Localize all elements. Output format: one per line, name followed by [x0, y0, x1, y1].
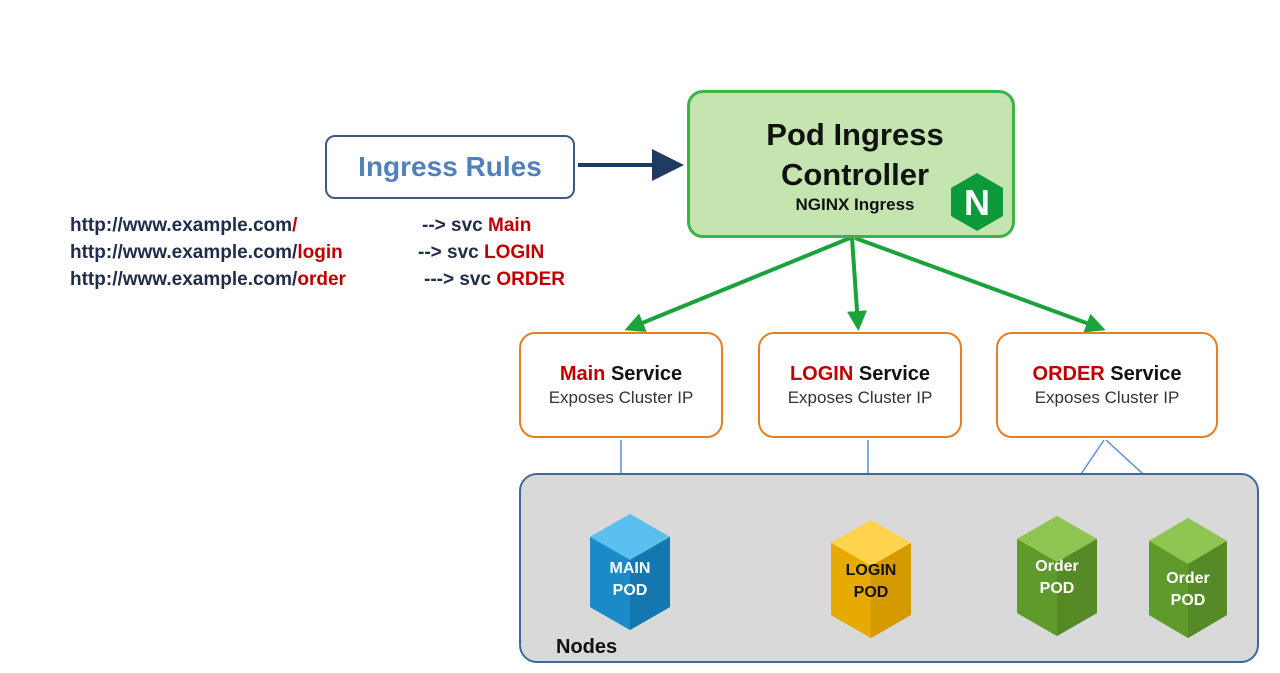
pod-label-line1: LOGIN [845, 562, 897, 579]
controller-to-login-arrow [847, 237, 868, 331]
rule-arrow: --> [418, 242, 442, 263]
pod-label-line2: POD [612, 582, 648, 599]
rule-url-path: order [297, 269, 346, 290]
pod-label-line1: Order [1166, 570, 1210, 587]
service-name: Main [559, 363, 606, 385]
service-name: LOGIN [789, 363, 854, 385]
nodes-label: Nodes [556, 636, 618, 658]
service-suffix: Service [605, 363, 683, 385]
ingress-rules-box: Ingress Rules [325, 135, 575, 199]
cube-icon [590, 514, 670, 630]
service-suffix: Service [853, 363, 931, 385]
pod-label-line2: POD [1039, 580, 1075, 597]
ingress-controller-box: Pod Ingress Controller NGINX Ingress N [687, 90, 1015, 238]
pod-label-line1: Order [1035, 558, 1079, 575]
pod-label-line1: MAIN [609, 560, 651, 577]
cube-icon [1149, 518, 1227, 638]
rule-svc-name: LOGIN [484, 242, 545, 263]
rule-arrow: --> [422, 215, 446, 236]
rule-url-path: login [297, 242, 343, 263]
rule-svc-prefix: svc [459, 269, 492, 290]
service-subtitle: Exposes Cluster IP [1034, 388, 1180, 407]
service-box-main: Main Service Exposes Cluster IP [519, 332, 723, 438]
pod-label-line2: POD [1170, 592, 1206, 609]
rule-target-main: --> svc Main [422, 215, 531, 237]
order-pod-2: Order POD [1145, 516, 1231, 640]
rule-arrow: ---> [424, 269, 455, 290]
controller-title-line1: Pod Ingress [766, 117, 944, 152]
rule-svc-prefix: svc [447, 242, 479, 263]
rule-target-login: --> svc LOGIN [418, 242, 544, 264]
service-title: Main Service [521, 362, 721, 386]
rule-url-path: / [292, 215, 298, 236]
rule-svc-name: Main [488, 215, 532, 236]
rule-url-base: http://www.example.com/ [70, 269, 298, 290]
service-subtitle: Exposes Cluster IP [548, 388, 694, 407]
rule-svc-prefix: svc [451, 215, 483, 236]
controller-to-main-arrow [624, 236, 851, 332]
pod-label-line2: POD [853, 584, 889, 601]
main-pod: MAIN POD [586, 512, 674, 632]
rule-url-base: http://www.example.com/ [70, 242, 298, 263]
service-name: ORDER [1032, 363, 1105, 385]
rule-url-base: http://www.example.com [70, 215, 293, 236]
service-subtitle: Exposes Cluster IP [787, 388, 933, 407]
nginx-logo-icon: N [951, 173, 1003, 231]
rule-svc-name: ORDER [496, 269, 565, 290]
controller-subtitle: NGINX Ingress [795, 195, 915, 214]
service-box-login: LOGIN Service Exposes Cluster IP [758, 332, 962, 438]
service-title: LOGIN Service [760, 362, 960, 386]
login-pod: LOGIN POD [827, 518, 915, 640]
cube-icon [1017, 516, 1097, 636]
rule-line-main: http://www.example.com/ [70, 215, 297, 237]
controller-to-order-arrow [854, 236, 1106, 333]
service-box-order: ORDER Service Exposes Cluster IP [996, 332, 1218, 438]
rule-target-order: ---> svc ORDER [424, 269, 565, 291]
rule-line-login: http://www.example.com/login [70, 242, 343, 264]
cube-icon [831, 520, 911, 638]
rule-line-order: http://www.example.com/order [70, 269, 346, 291]
nginx-logo-letter: N [964, 182, 990, 223]
ingress-rules-label: Ingress Rules [358, 151, 542, 182]
service-title: ORDER Service [998, 362, 1216, 386]
controller-title-line2: Controller [780, 157, 930, 192]
service-suffix: Service [1104, 363, 1182, 385]
order-pod-1: Order POD [1013, 514, 1101, 638]
